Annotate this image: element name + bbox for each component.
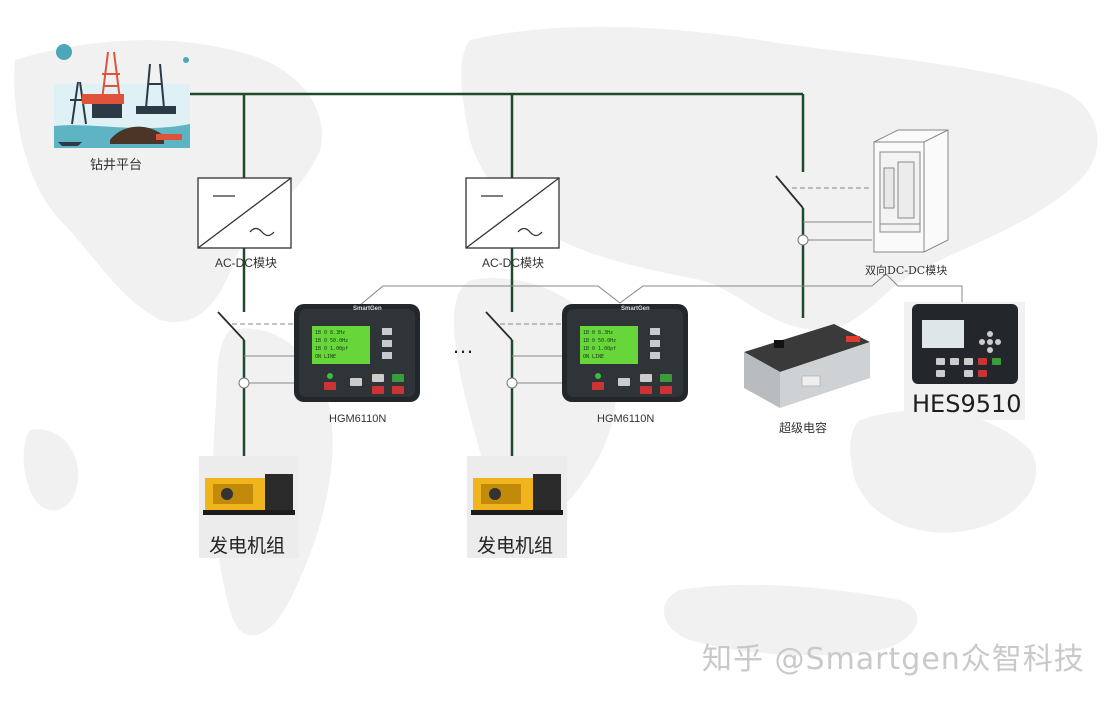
svg-text:1B 0 50.0Hz: 1B 0 50.0Hz (583, 338, 616, 344)
svg-text:ON LINE: ON LINE (583, 354, 604, 360)
genset-caption-1: 发电机组 (209, 531, 285, 558)
junction-3 (798, 235, 808, 245)
generator-set-icon (203, 464, 295, 516)
watermark-text: 知乎 @Smartgen众智科技 (702, 634, 1085, 678)
oil-platform-icon (52, 44, 192, 150)
acdc-label-1: AC-DC模块 (215, 254, 277, 271)
controller-brand-1: SmartGen (353, 306, 382, 312)
supercap-label: 超级电容 (779, 419, 827, 436)
switch-1-blade (218, 312, 244, 340)
bidir-dcdc-label: 双向DC-DC模块 (865, 262, 947, 278)
ac-dc-converter-icon (198, 178, 291, 248)
svg-text:1B 0 8.3Hz: 1B 0 8.3Hz (315, 330, 345, 336)
junction-1 (239, 378, 249, 388)
svg-text:1B 0 1.00pf: 1B 0 1.00pf (583, 346, 616, 352)
controller-brand-2: SmartGen (621, 306, 650, 312)
switch-2-blade (486, 312, 512, 340)
genset-caption-2: 发电机组 (477, 531, 553, 558)
ac-dc-converter-icon (466, 178, 559, 248)
controller-label-1: HGM6110N (329, 413, 386, 425)
junction-2 (507, 378, 517, 388)
svg-text:ON LINE: ON LINE (315, 354, 336, 360)
acdc-label-2: AC-DC模块 (482, 254, 544, 271)
platform-label: 钻井平台 (90, 154, 142, 173)
dc-dc-module-icon (868, 128, 952, 256)
controller-label-2: HGM6110N (597, 413, 654, 425)
supercapacitor-icon (734, 316, 878, 416)
generator-set-icon (471, 464, 563, 516)
controller-icon: 1B 0 8.3Hz 1B 0 50.0Hz 1B 0 1.00pf ON LI… (562, 304, 688, 402)
controller-icon: 1B 0 8.3Hz 1B 0 50.0Hz 1B 0 1.00pf ON LI… (294, 304, 420, 402)
ellipsis-more-units: … (452, 333, 476, 359)
switch-3-blade (776, 176, 803, 208)
svg-text:1B 0 50.0Hz: 1B 0 50.0Hz (315, 338, 348, 344)
svg-text:1B 0 1.00pf: 1B 0 1.00pf (315, 346, 348, 352)
svg-text:1B 0 8.3Hz: 1B 0 8.3Hz (583, 330, 613, 336)
controller-icon (912, 304, 1018, 384)
hes-model-label: HES9510 (912, 390, 1022, 418)
